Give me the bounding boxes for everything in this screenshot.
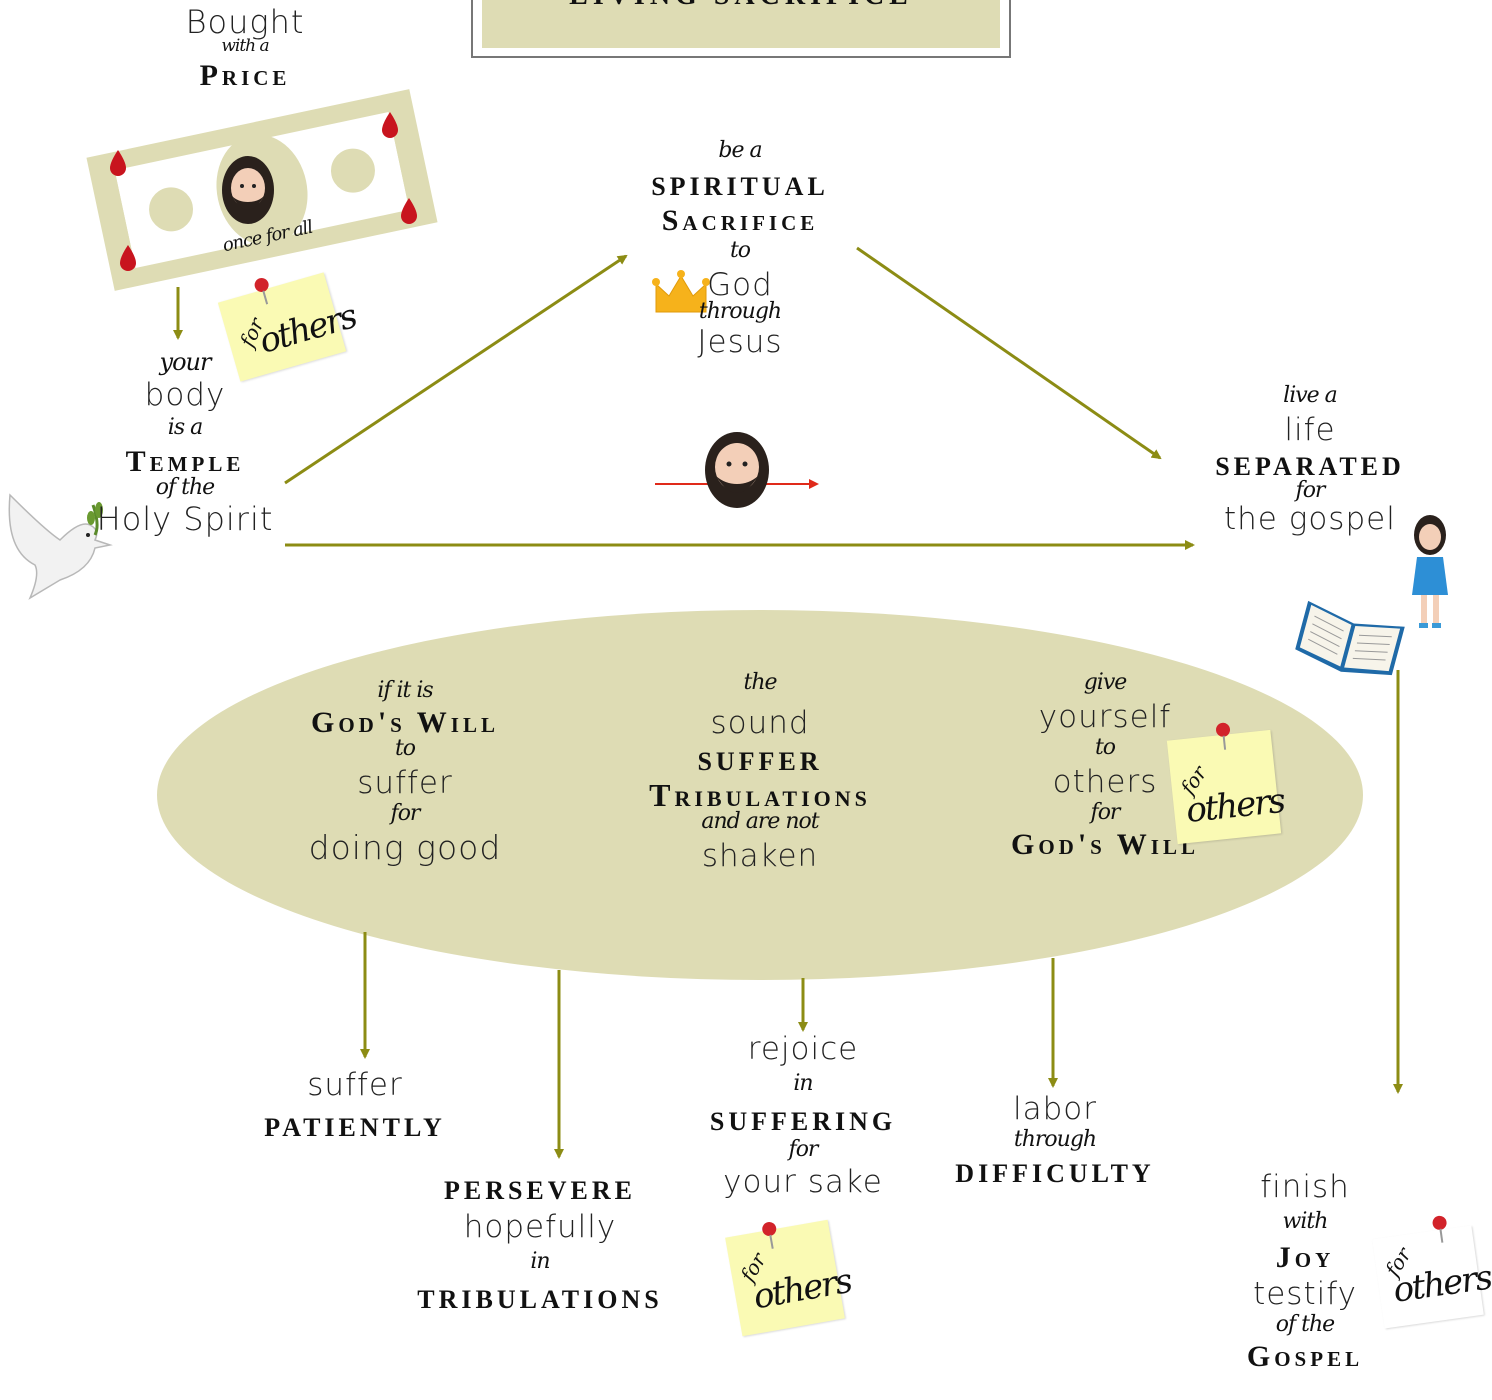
sacrifice-text: Sacrifice xyxy=(661,204,819,237)
temple-text: Temple xyxy=(125,445,245,478)
rejoice-text: rejoice xyxy=(747,1031,859,1067)
to-text: to xyxy=(729,238,751,263)
dove-icon xyxy=(8,493,113,600)
for-text: for xyxy=(788,1137,819,1162)
for-text: for xyxy=(1295,478,1326,503)
joy-text: Joy xyxy=(1275,1241,1335,1274)
jesus-text: Jesus xyxy=(697,324,783,360)
blood-drop-icon xyxy=(110,112,417,271)
yourself-text: yourself xyxy=(1038,699,1172,735)
gods-will-text: God's Will xyxy=(311,706,499,739)
for-text: for xyxy=(1090,800,1121,825)
ellipse-col-give-yourself: give yourself to others for God's Will xyxy=(970,672,1240,860)
difficulty-text: difficulty xyxy=(955,1159,1155,1188)
shaken-text: shaken xyxy=(701,838,819,874)
title-box: Living Sacrifice xyxy=(471,0,1011,58)
sticky-note: for others xyxy=(725,1219,854,1337)
finish-text: finish xyxy=(1260,1169,1350,1205)
outcome-patiently: suffer patiently xyxy=(240,1070,470,1141)
testify-text: testify xyxy=(1253,1276,1357,1312)
suffering-text: suffering xyxy=(709,1107,897,1136)
in-text: in xyxy=(530,1249,550,1274)
if-it-is-text: if it is xyxy=(377,678,433,703)
arrow-sacrifice-to-separated xyxy=(856,246,1162,460)
life-text: life xyxy=(1284,412,1336,448)
of-the-text: of the xyxy=(1275,1312,1335,1337)
with-text: with xyxy=(1282,1209,1329,1234)
suffer-text: suffer xyxy=(307,1067,403,1103)
the-gospel-text: the gospel xyxy=(1224,501,1396,537)
to-text: to xyxy=(1094,735,1116,760)
sticky-note: for others xyxy=(1166,722,1286,845)
your-sake-text: your sake xyxy=(723,1164,883,1200)
arrow-temple-to-sacrifice xyxy=(284,254,628,485)
outcome-labor: labor through difficulty xyxy=(930,1094,1180,1187)
tribulations-text: tribulations xyxy=(417,1285,663,1314)
hopefully-text: hopefully xyxy=(463,1209,617,1245)
girl-icon xyxy=(1412,515,1448,628)
pushpin-icon xyxy=(1215,722,1231,738)
sound-text: sound xyxy=(710,705,810,741)
ellipse-col-gods-will-suffer: if it is God's Will to suffer for doing … xyxy=(265,678,545,867)
with-a-text: with a xyxy=(221,36,269,56)
and-are-not-text: and are not xyxy=(701,809,819,834)
price-text: Price xyxy=(199,59,291,92)
price-block: Bought with a Price xyxy=(130,6,360,91)
others-text: others xyxy=(1052,764,1158,800)
god-text: God xyxy=(707,267,773,303)
holy-spirit-text: Holy Spirit xyxy=(96,500,274,538)
body-text: body xyxy=(144,377,226,413)
persevere-text: persevere xyxy=(443,1176,637,1205)
be-a-text: be a xyxy=(718,138,762,163)
crown-icon xyxy=(652,270,710,313)
spiritual-text: spiritual xyxy=(651,172,829,201)
sticky-note: for others xyxy=(1372,1214,1492,1329)
jesus-face-icon xyxy=(705,432,769,508)
gods-will-text: God's Will xyxy=(1011,828,1199,861)
outcome-persevere: persevere hopefully in tribulations xyxy=(390,1178,690,1313)
is-a-text: is a xyxy=(167,415,203,440)
through-text: through xyxy=(1013,1127,1097,1152)
gospel-text: Gospel xyxy=(1246,1340,1364,1373)
outcome-finish: finish with Joy testify of the Gospel xyxy=(1205,1172,1405,1372)
separated-block: live a life separated for the gospel xyxy=(1190,385,1430,535)
outcome-rejoice: rejoice in suffering for your sake xyxy=(680,1034,926,1198)
temple-block: your body is a Temple of the Holy Spirit xyxy=(80,350,290,535)
live-a-text: live a xyxy=(1283,383,1338,408)
suffer-text: suffer xyxy=(357,765,453,801)
to-text: to xyxy=(394,736,416,761)
patiently-text: patiently xyxy=(264,1113,446,1142)
main-ellipse xyxy=(157,610,1363,980)
sacrifice-block: be a spiritual Sacrifice to God through … xyxy=(610,140,870,358)
for-text: for xyxy=(390,801,421,826)
page-title: Living Sacrifice xyxy=(473,0,1009,12)
of-the-text: of the xyxy=(155,475,215,500)
tribulations-text: Tribulations xyxy=(649,777,871,813)
give-text: give xyxy=(1083,670,1128,695)
the-text: the xyxy=(743,670,777,695)
jesus-face-icon xyxy=(222,156,274,224)
your-text: your xyxy=(159,348,212,376)
in-text: in xyxy=(793,1071,813,1096)
doing-good-text: doing good xyxy=(308,828,502,867)
through-text: through xyxy=(698,299,782,324)
open-book-icon xyxy=(1295,600,1405,676)
bought-text: Bought xyxy=(185,3,305,41)
ellipse-col-tribulations: the sound suffer Tribulations and are no… xyxy=(600,672,920,872)
separated-text: separated xyxy=(1215,452,1405,481)
sticky-note-big: others xyxy=(750,1261,854,1318)
labor-text: labor xyxy=(1013,1091,1097,1127)
suffer-caps-text: suffer xyxy=(697,747,823,776)
